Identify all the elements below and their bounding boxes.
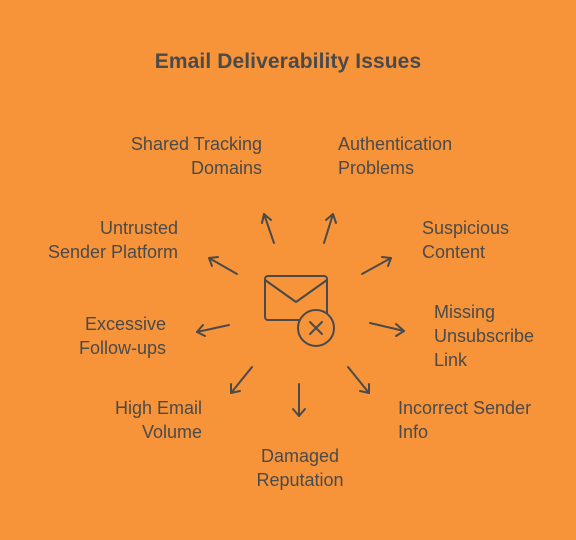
label-line: Damaged	[260, 446, 340, 466]
label-line: Follow-ups	[78, 338, 166, 358]
label-line: Info	[398, 422, 429, 442]
label-shared-tracking-domains: Shared Tracking Domains	[131, 132, 262, 180]
label-line: Content	[422, 242, 486, 262]
label-line: Volume	[141, 422, 202, 442]
label-suspicious-content: Suspicious Content	[422, 216, 509, 264]
label-high-email-volume: High Email Volume	[115, 396, 202, 444]
label-line: Excessive	[84, 314, 166, 334]
label-line: Shared Tracking	[130, 134, 262, 154]
label-untrusted-sender-platform: Untrusted Sender Platform	[48, 216, 178, 264]
label-line: Reputation	[256, 470, 344, 490]
arrow-to-high-volume	[230, 366, 253, 394]
label-line: Untrusted	[99, 218, 178, 238]
label-line: High Email	[114, 398, 202, 418]
arrow-to-authentication	[323, 213, 337, 244]
label-line: Link	[434, 350, 468, 370]
arrow-to-shared-tracking	[261, 213, 275, 244]
arrow-to-damaged-reputation	[292, 383, 306, 417]
email-blocked-icon	[264, 275, 335, 347]
label-excessive-followups: Excessive Follow-ups	[79, 312, 166, 360]
arrow-to-suspicious-content	[361, 256, 392, 275]
arrow-to-incorrect-sender	[347, 366, 370, 394]
arrow-to-missing-unsubscribe	[369, 322, 405, 337]
label-line: Domains	[190, 158, 262, 178]
arrow-to-excessive-followups	[196, 324, 230, 337]
label-line: Problems	[338, 158, 415, 178]
label-line: Authentication	[338, 134, 453, 154]
label-line: Sender Platform	[47, 242, 178, 262]
label-line: Unsubscribe	[434, 326, 535, 346]
diagram-title: Email Deliverability Issues	[154, 50, 422, 73]
arrow-to-untrusted-platform	[208, 256, 238, 275]
label-incorrect-sender-info: Incorrect Sender Info	[398, 396, 531, 444]
label-line: Missing	[434, 302, 496, 322]
label-line: Suspicious	[422, 218, 510, 238]
label-missing-unsubscribe-link: Missing Unsubscribe Link	[434, 300, 534, 372]
label-authentication-problems: Authentication Problems	[338, 132, 452, 180]
label-line: Incorrect Sender	[398, 398, 532, 418]
label-damaged-reputation: Damaged Reputation	[220, 444, 380, 492]
